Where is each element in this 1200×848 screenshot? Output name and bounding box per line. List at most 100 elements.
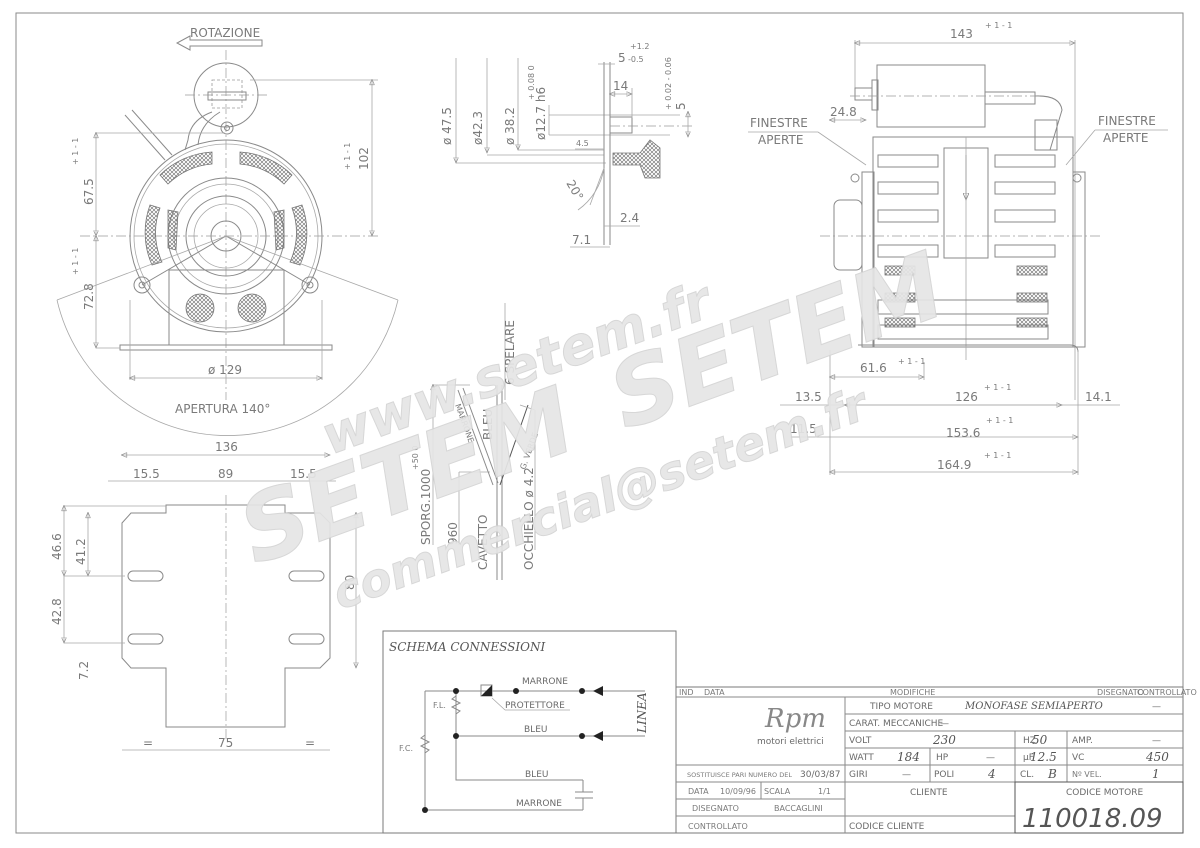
watt-value: 184: [897, 750, 920, 764]
volt-value: 230: [932, 733, 956, 747]
dim-14-1: 14.1: [1085, 390, 1112, 404]
label-cavetto: CAVETTO: [476, 514, 490, 570]
svg-text:-0.5: -0.5: [628, 55, 644, 64]
label-fc: F.C.: [399, 744, 413, 753]
dim-5-key: 5: [674, 102, 688, 110]
codice-motore-value: 110018.09: [1022, 804, 1163, 834]
dim-height-102: 102: [357, 147, 371, 170]
svg-text:+ 1 - 1: + 1 - 1: [898, 357, 925, 366]
svg-text:+ 1 - 1: + 1 - 1: [985, 21, 1012, 30]
label-spelare: 6 SPELARE: [503, 320, 517, 385]
rpm-logo-sub: motori elettrici: [757, 737, 824, 747]
dim-126: 126: [955, 390, 978, 404]
svg-text:+ 1 - 1: + 1 - 1: [984, 451, 1011, 460]
dim-41-2: 41.2: [74, 538, 88, 565]
dim-24-8: 24.8: [830, 105, 857, 119]
dim-base-width: ø 129: [208, 363, 242, 377]
nvel-value: 1: [1152, 767, 1160, 781]
svg-text:+1.2: +1.2: [630, 42, 649, 51]
dim-eq-right: =: [305, 736, 315, 750]
vc-value: 450: [1145, 750, 1169, 764]
svg-text:Nº VEL.: Nº VEL.: [1072, 770, 1102, 779]
hz-value: 50: [1032, 733, 1048, 747]
svg-text:—: —: [940, 719, 949, 729]
svg-text:+50 0: +50 0: [411, 445, 420, 470]
base-view: 136 15.5 89 15.5 46.6 41.2 42.8 7.2 80 =…: [50, 440, 357, 751]
dim-5-top: 5: [618, 51, 626, 65]
svg-text:+ 1 - 1: + 1 - 1: [343, 143, 352, 170]
side-view: 143 + 1 - 1: [748, 21, 1168, 475]
dim-7-2: 7.2: [77, 661, 91, 680]
label-occhiello: OCCHIELLO ø 4.2: [522, 467, 536, 570]
svg-text:—: —: [1152, 736, 1161, 746]
svg-text:CLIENTE: CLIENTE: [910, 788, 948, 798]
label-sporg: SPORG.1000: [419, 469, 433, 545]
svg-text:—: —: [986, 753, 995, 763]
opening-label: APERTURA 140°: [175, 402, 270, 416]
cl-value: B: [1047, 767, 1057, 781]
dim-eq-left: =: [143, 736, 153, 750]
sostituisce-value: 30/03/87: [800, 770, 840, 780]
svg-text:MODIFICHE: MODIFICHE: [890, 688, 935, 697]
dim-164-9: 164.9: [937, 458, 971, 472]
svg-text:—: —: [1152, 702, 1161, 712]
svg-text:DISEGNATO: DISEGNATO: [692, 804, 739, 813]
watermark: www.setem.fr SETEM SETEM commercial@sete…: [225, 231, 958, 621]
dim-80: 80: [343, 575, 357, 590]
wiring-title: SCHEMA CONNESSIONI: [389, 640, 545, 654]
dim-4-5: 4.5: [576, 139, 589, 148]
svg-text:+ 1 - 1: + 1 - 1: [986, 416, 1013, 425]
poli-value: 4: [987, 767, 996, 781]
rotation-label: ROTAZIONE: [190, 26, 260, 40]
svg-text:TIPO MOTORE: TIPO MOTORE: [869, 702, 933, 712]
window-label-left-1: FINESTRE: [750, 116, 808, 130]
svg-text:+ 0.08 0: + 0.08 0: [527, 65, 536, 100]
svg-text:POLI: POLI: [934, 770, 954, 780]
dim-143: 143: [950, 27, 973, 41]
svg-text:+ 0.02 - 0.06: + 0.02 - 0.06: [664, 57, 673, 110]
rpm-logo: Rpm: [764, 704, 826, 734]
svg-text:CODICE MOTORE: CODICE MOTORE: [1066, 788, 1143, 798]
svg-text:HZ: HZ: [1023, 736, 1036, 746]
svg-text:DATA: DATA: [688, 787, 709, 796]
label-marrone-top: MARRONE: [522, 677, 568, 687]
disegnato-value: BACCAGLINI: [774, 804, 823, 813]
svg-text:+ 1 - 1: + 1 - 1: [71, 138, 80, 165]
label-bleu-mid: BLEU: [524, 725, 547, 735]
dim-42-8: 42.8: [50, 598, 64, 625]
svg-text:VOLT: VOLT: [849, 736, 872, 746]
label-protettore: PROTETTORE: [505, 701, 565, 711]
dim-46-6: 46.6: [50, 533, 64, 560]
tipo-motore-value: MONOFASE SEMIAPERTO: [964, 701, 1103, 712]
dim-height-67-5: 67.5: [82, 178, 96, 205]
svg-text:SCALA: SCALA: [764, 787, 791, 796]
svg-text:SOSTITUISCE PARI NUMERO DEL: SOSTITUISCE PARI NUMERO DEL: [687, 771, 792, 779]
window-label-right-1: FINESTRE: [1098, 114, 1156, 128]
shaft-detail: ø 47.5 ø42.3 ø 38.2 + 0.08 0 ø12.7 h6 5 …: [440, 42, 695, 248]
svg-text:CARAT. MECCANICHE: CARAT. MECCANICHE: [849, 719, 944, 729]
svg-text:DISEGNATO: DISEGNATO: [1097, 688, 1144, 697]
dim-7-1: 7.1: [572, 233, 591, 247]
svg-text:CODICE CLIENTE: CODICE CLIENTE: [849, 822, 925, 832]
svg-text:AMP.: AMP.: [1072, 736, 1093, 746]
window-label-right-2: APERTE: [1103, 131, 1148, 145]
dim-dia-38-2: ø 38.2: [503, 107, 517, 145]
wiring-schematic: SCHEMA CONNESSIONI MARRONE PROTETTORE BL…: [382, 630, 677, 834]
dim-61-6: 61.6: [860, 361, 887, 375]
svg-text:VC: VC: [1072, 753, 1084, 763]
dim-89: 89: [218, 467, 233, 481]
window-label-left-2: APERTE: [758, 133, 803, 147]
svg-text:—: —: [902, 770, 911, 780]
svg-text:+ 1 - 1: + 1 - 1: [71, 248, 80, 275]
dim-14: 14: [613, 79, 628, 93]
dim-dia-47-5: ø 47.5: [440, 107, 454, 145]
label-bleu: BLEU: [481, 409, 495, 440]
dim-13-5: 13.5: [795, 390, 822, 404]
label-marrone-low: MARRONE: [516, 799, 562, 809]
svg-text:+ 1 - 1: + 1 - 1: [984, 383, 1011, 392]
dim-960: 960: [446, 522, 460, 545]
data-value: 10/09/96: [720, 787, 756, 796]
dim-dia-42-3: ø42.3: [471, 111, 485, 145]
svg-text:DATA: DATA: [704, 688, 725, 697]
dim-height-72-8: 72.8: [82, 283, 96, 310]
